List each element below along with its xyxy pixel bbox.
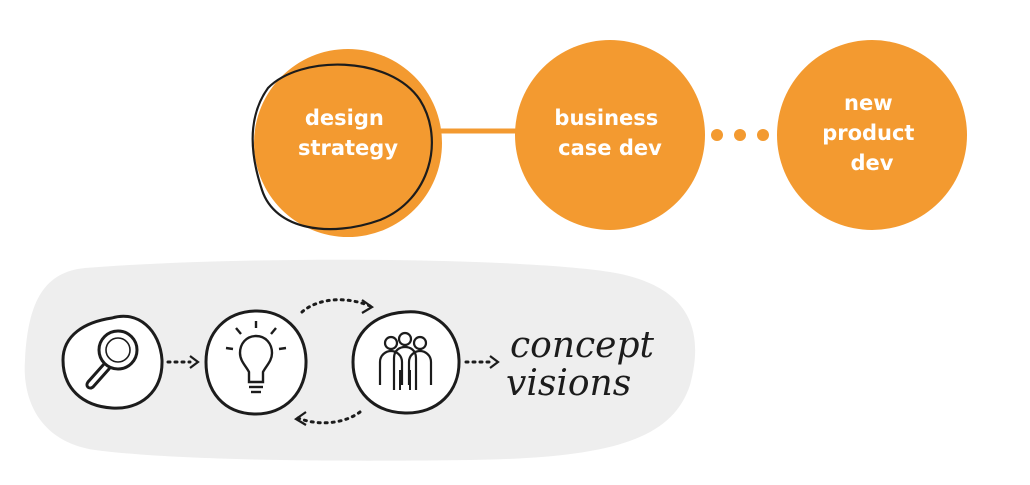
dotted-arrow-team-to-outcome [464, 355, 500, 369]
stage-circle-business-case-dev [515, 40, 705, 230]
ellipsis-dot [757, 129, 769, 141]
process-panel: concept visions [24, 259, 696, 461]
stage-connector-ellipsis [711, 129, 769, 141]
stage-label-business-case-dev: business case dev [554, 106, 665, 160]
stage-label-new-product-dev: new product dev [822, 91, 922, 175]
stage-row: design strategy business case dev new pr… [251, 40, 967, 237]
dotted-arrow-team-to-lightbulb [293, 410, 362, 426]
dotted-arrow-magnifier-to-lightbulb [166, 355, 200, 369]
ellipsis-dot [711, 129, 723, 141]
lightbulb-icon [204, 309, 308, 416]
stage-circle-design-strategy [254, 49, 442, 237]
sketch-ring [251, 63, 433, 231]
team-icon [351, 310, 461, 415]
stage-label-design-strategy: design strategy [298, 106, 398, 160]
ellipsis-dot [734, 129, 746, 141]
dotted-arrow-lightbulb-to-team [300, 298, 375, 314]
outcome-label: concept visions [506, 325, 665, 404]
magnifier-icon [61, 314, 164, 410]
stage-circle-new-product-dev [777, 40, 967, 230]
